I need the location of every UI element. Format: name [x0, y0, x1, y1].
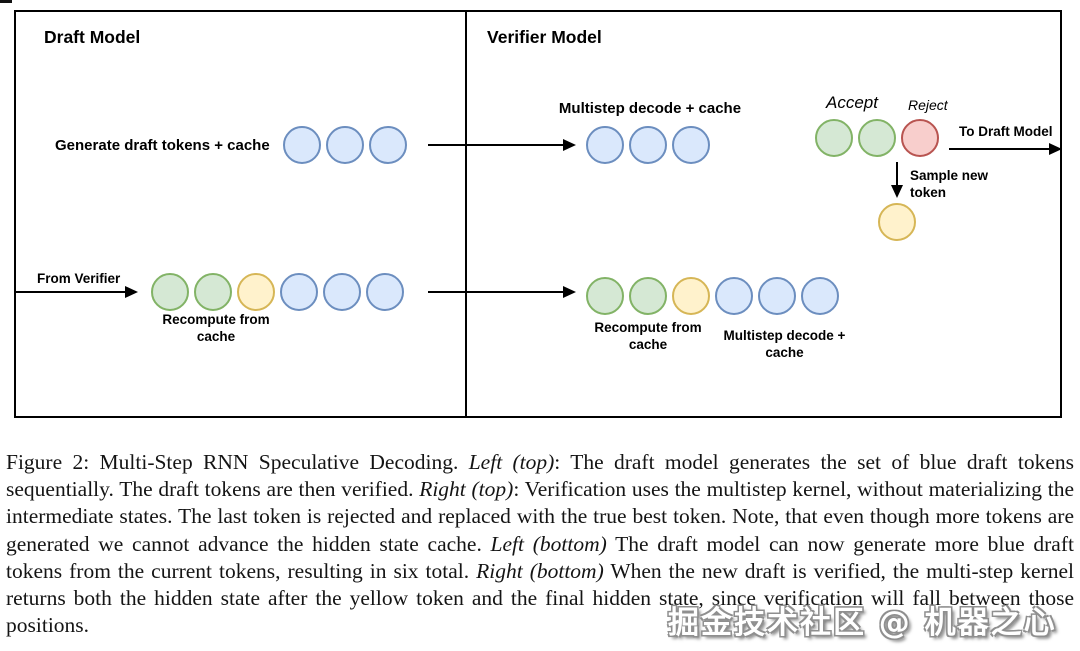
arrow-line — [16, 291, 126, 293]
token-row-accept-reject — [815, 119, 939, 157]
token-circle-blue — [326, 126, 364, 164]
generate-draft-tokens-label: Generate draft tokens + cache — [55, 137, 270, 154]
token-circle-green — [815, 119, 853, 157]
verifier-model-title: Verifier Model — [487, 27, 602, 47]
multistep-decode-top-label: Multistep decode + cache — [558, 100, 742, 117]
token-circle-yellow — [672, 277, 710, 315]
token-circle-blue — [369, 126, 407, 164]
token-row-draft-bottom — [151, 273, 404, 311]
arrow-line — [949, 148, 1050, 150]
arrow-head — [891, 185, 903, 198]
draft-model-title: Draft Model — [44, 27, 141, 47]
token-circle-blue — [280, 273, 318, 311]
token-circle-blue — [366, 273, 404, 311]
token-circle-blue — [586, 126, 624, 164]
watermark: 掘金技术社区 @ 机器之心 — [668, 605, 1057, 641]
caption-segment-italic: Right (bottom) — [476, 558, 604, 583]
recompute-from-cache-label-right: Recompute from cache — [578, 319, 718, 353]
multistep-line1: Multistep decode + — [723, 328, 846, 343]
token-row-draft-top — [283, 126, 407, 164]
reject-label: Reject — [908, 97, 948, 113]
caption-segment-italic: Left (bottom) — [490, 531, 607, 556]
caption-segment: : Verification uses the multistep kernel… — [6, 477, 1074, 556]
caption-segment: When the new draft is verified, the mult… — [6, 558, 1075, 638]
crop-artifact — [0, 0, 12, 3]
sample-new-token-label: Sample new token — [910, 167, 988, 201]
token-circle-blue — [758, 277, 796, 315]
caption-segment: : The draft model generates the set of b… — [6, 450, 1074, 502]
panel-divider — [465, 10, 467, 418]
multistep-line2: cache — [765, 345, 804, 360]
token-row-sampled — [878, 203, 916, 241]
recompute-line1: Recompute from — [594, 320, 702, 335]
token-circle-blue — [629, 126, 667, 164]
to-draft-model-label: To Draft Model — [959, 124, 1053, 139]
caption-segment: Figure 2: Multi-Step RNN Speculative Dec… — [6, 450, 469, 474]
arrow-line — [896, 162, 898, 185]
token-circle-green — [586, 277, 624, 315]
arrow-head — [563, 286, 576, 298]
token-circle-red — [901, 119, 939, 157]
arrow-line — [428, 144, 564, 146]
token-circle-blue — [715, 277, 753, 315]
caption-segment: The draft model can now generate more bl… — [6, 531, 1074, 583]
token-circle-blue — [283, 126, 321, 164]
sample-new-token-line1: Sample new — [910, 168, 989, 183]
recompute-line2: cache — [196, 329, 236, 344]
recompute-line1: Recompute from — [162, 312, 270, 327]
from-verifier-label: From Verifier — [37, 271, 121, 286]
token-circle-green — [194, 273, 232, 311]
token-row-verifier-top — [586, 126, 710, 164]
token-circle-blue — [801, 277, 839, 315]
token-circle-blue — [672, 126, 710, 164]
figure-caption: Figure 2: Multi-Step RNN Speculative Dec… — [6, 449, 1074, 639]
token-circle-yellow — [878, 203, 916, 241]
token-circle-green — [151, 273, 189, 311]
recompute-from-cache-label-left: Recompute from cache — [146, 311, 286, 345]
recompute-line2: cache — [628, 337, 668, 352]
token-circle-yellow — [237, 273, 275, 311]
caption-segment-italic: Right (top) — [419, 477, 514, 502]
arrow-head — [125, 286, 138, 298]
arrow-head — [1049, 143, 1062, 155]
accept-label: Accept — [826, 93, 878, 112]
token-circle-green — [858, 119, 896, 157]
token-circle-blue — [323, 273, 361, 311]
multistep-decode-bottom-label: Multistep decode + cache — [712, 327, 857, 361]
token-row-verifier-bottom — [586, 277, 839, 315]
sample-new-token-line2: token — [910, 185, 947, 200]
arrow-line — [428, 291, 564, 293]
arrow-head — [563, 139, 576, 151]
caption-segment-italic: Left (top) — [468, 450, 555, 474]
token-circle-green — [629, 277, 667, 315]
